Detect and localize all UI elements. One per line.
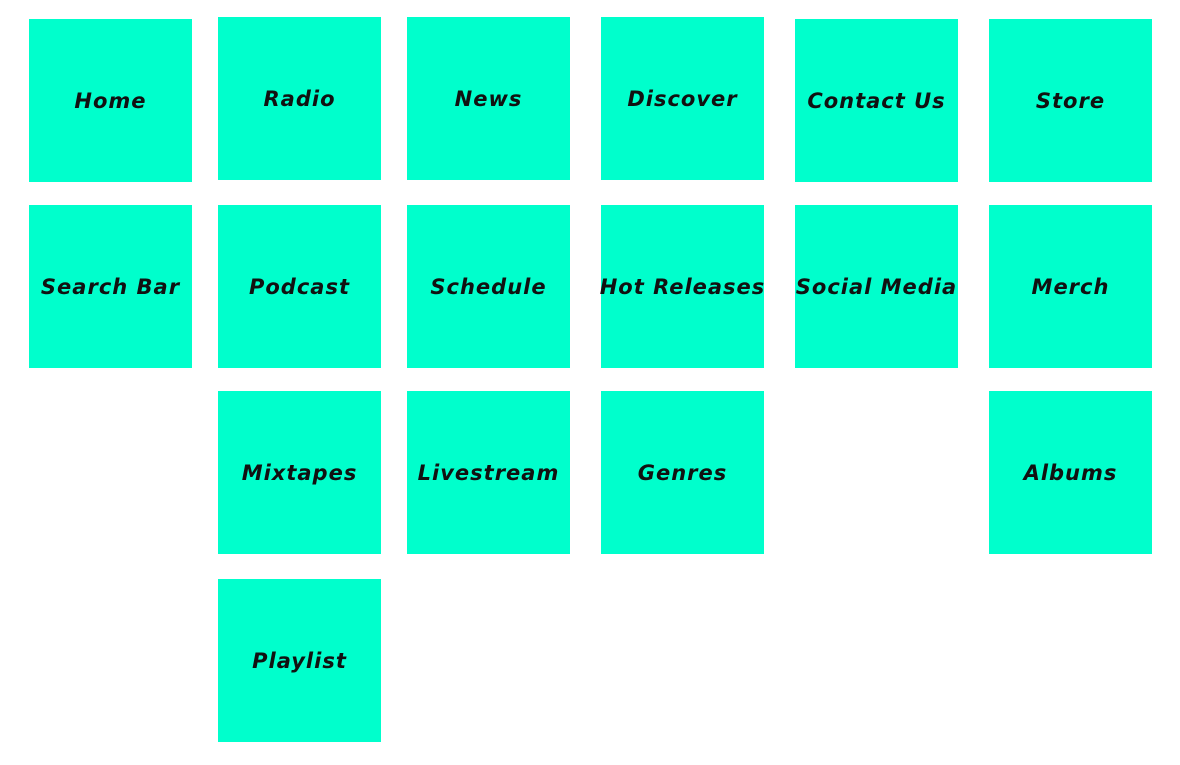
note-label: Albums	[1023, 460, 1118, 485]
note-label: Social Media	[795, 274, 958, 299]
note-mixtapes: Mixtapes	[218, 391, 381, 554]
note-label: Contact Us	[807, 88, 946, 113]
note-home: Home	[29, 19, 192, 182]
note-schedule: Schedule	[407, 205, 570, 368]
note-label: Livestream	[417, 460, 560, 485]
note-label: Home	[74, 88, 147, 113]
note-label: Merch	[1031, 274, 1110, 299]
note-playlist: Playlist	[218, 579, 381, 742]
note-label: Discover	[627, 86, 738, 111]
note-news: News	[407, 17, 570, 180]
note-contact-us: Contact Us	[795, 19, 958, 182]
note-label: Podcast	[248, 274, 350, 299]
note-label: News	[454, 86, 523, 111]
note-label: Schedule	[430, 274, 547, 299]
note-store: Store	[989, 19, 1152, 182]
note-label: Radio	[263, 86, 336, 111]
note-podcast: Podcast	[218, 205, 381, 368]
note-label: Mixtapes	[241, 460, 358, 485]
note-hot-releases: Hot Releases	[599, 205, 766, 368]
note-radio: Radio	[218, 17, 381, 180]
note-merch: Merch	[989, 205, 1152, 368]
note-social-media: Social Media	[795, 205, 958, 368]
note-label: Playlist	[252, 648, 347, 673]
note-label: Hot Releases	[599, 274, 766, 299]
note-label: Genres	[637, 460, 728, 485]
note-livestream: Livestream	[407, 391, 570, 554]
note-albums: Albums	[989, 391, 1152, 554]
note-label: Store	[1035, 88, 1106, 113]
note-search-bar: Search Bar	[29, 205, 192, 368]
note-label: Search Bar	[40, 274, 181, 299]
note-genres: Genres	[601, 391, 764, 554]
note-discover: Discover	[601, 17, 764, 180]
